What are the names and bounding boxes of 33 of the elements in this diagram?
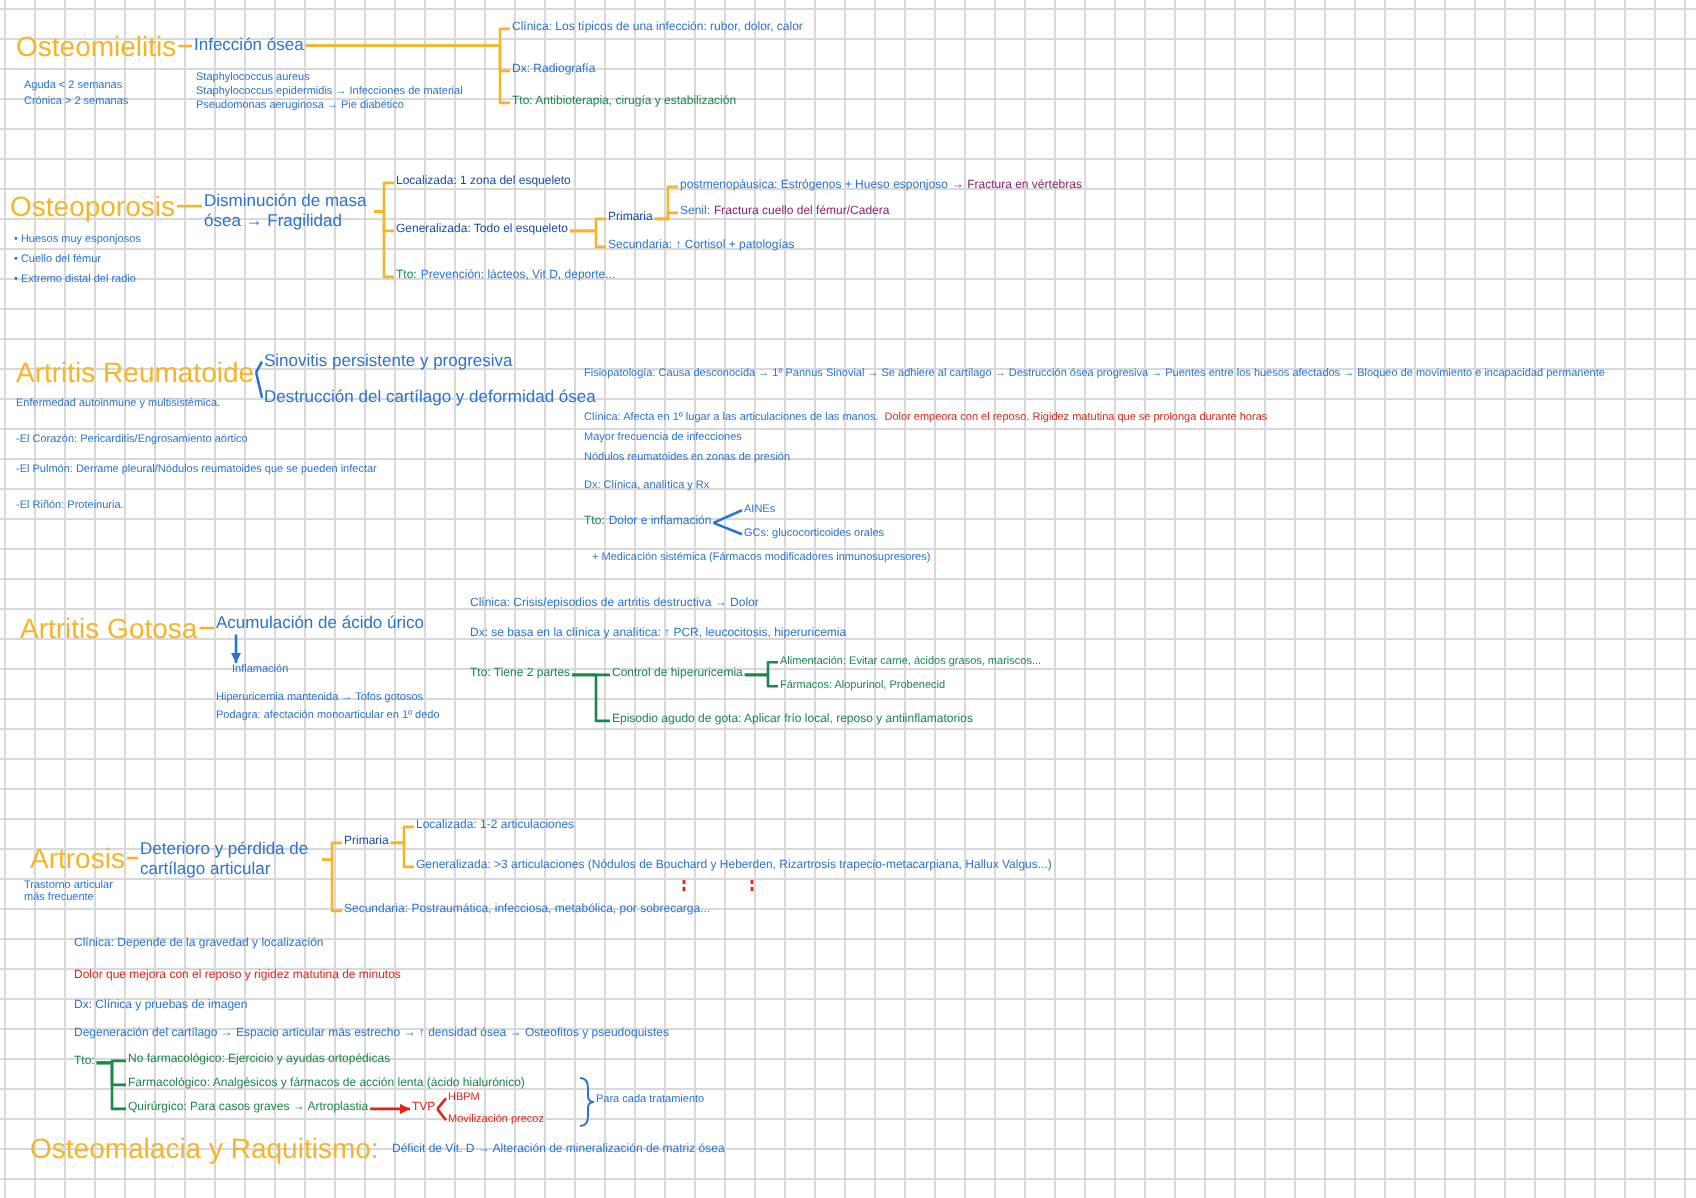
topic-title: Artrosis <box>30 842 125 875</box>
definition-text: Deterioro y pérdida de cartílago articular <box>140 840 311 880</box>
connector-line <box>712 509 743 525</box>
connector-line <box>178 44 192 48</box>
connector-line <box>436 1097 447 1110</box>
topic-title: Osteoporosis <box>10 190 175 223</box>
definition-text: Destrucción del cartílago y deformidad ósea <box>264 388 596 408</box>
definition-text: Acumulación de ácido úrico <box>216 614 424 634</box>
topic-title: Osteomielitis <box>16 30 177 63</box>
connector-line <box>436 1108 448 1122</box>
connector-line <box>96 1061 126 1111</box>
connector-line <box>322 858 342 913</box>
connector-line <box>176 204 202 208</box>
connector-line <box>254 361 264 373</box>
arrow <box>231 634 241 663</box>
connector-line <box>374 210 394 279</box>
definition-text: Disminución de masa ósea → Fragilidad <box>204 192 369 232</box>
topic-title: Artritis Reumatoide <box>16 356 255 389</box>
connector-line <box>390 841 414 869</box>
arrow <box>370 1103 410 1114</box>
connector-line <box>712 521 743 536</box>
connector-line <box>572 673 610 723</box>
topic-title: Artritis Gotosa <box>20 612 198 645</box>
connector-line <box>744 673 778 688</box>
connector-line <box>569 229 606 249</box>
definition-text: Infección ósea <box>194 36 304 56</box>
connector-line <box>654 211 678 221</box>
topic-title: Osteomalacia y Raquitismo: <box>30 1132 379 1165</box>
connector-line <box>254 371 264 399</box>
connector-line <box>305 44 510 105</box>
connector-line <box>126 856 138 860</box>
connector-line <box>199 626 214 630</box>
definition-text: Sinovitis persistente y progresiva <box>264 352 513 372</box>
